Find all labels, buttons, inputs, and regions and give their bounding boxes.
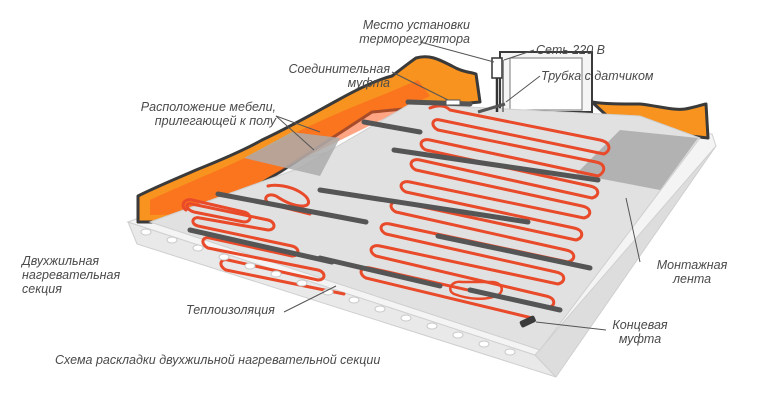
door-frame (499, 51, 593, 113)
sensor-tube-label: Трубка с датчиком (541, 69, 654, 83)
diagram-caption: Схема раскладки двухжильной нагревательн… (55, 353, 381, 367)
connection-coupling-label: Соединительная муфта (288, 62, 390, 90)
connection-coupling (445, 99, 461, 106)
mounting-tape-label: Монтажная лента (656, 258, 728, 286)
end-coupling-label: Концевая муфта (612, 318, 668, 346)
slab-holes (140, 228, 516, 356)
heating-cable (181, 104, 611, 320)
furniture-area-left (244, 132, 340, 176)
leader-lines (275, 41, 641, 331)
sensor-tube (477, 102, 506, 114)
thermostat-place-label: Место установки терморегулятора (359, 18, 470, 46)
insulation-label: Теплоизоляция (186, 303, 275, 317)
two-core-section-label: Двухжильная нагревательная секция (22, 254, 121, 296)
furniture-label: Расположение мебели, прилегающей к полу (140, 100, 276, 128)
furniture-area-right (576, 130, 698, 190)
mounting-tapes (187, 99, 601, 313)
end-coupling-icon (519, 315, 536, 328)
network-label: Сеть 220 В (536, 43, 605, 57)
